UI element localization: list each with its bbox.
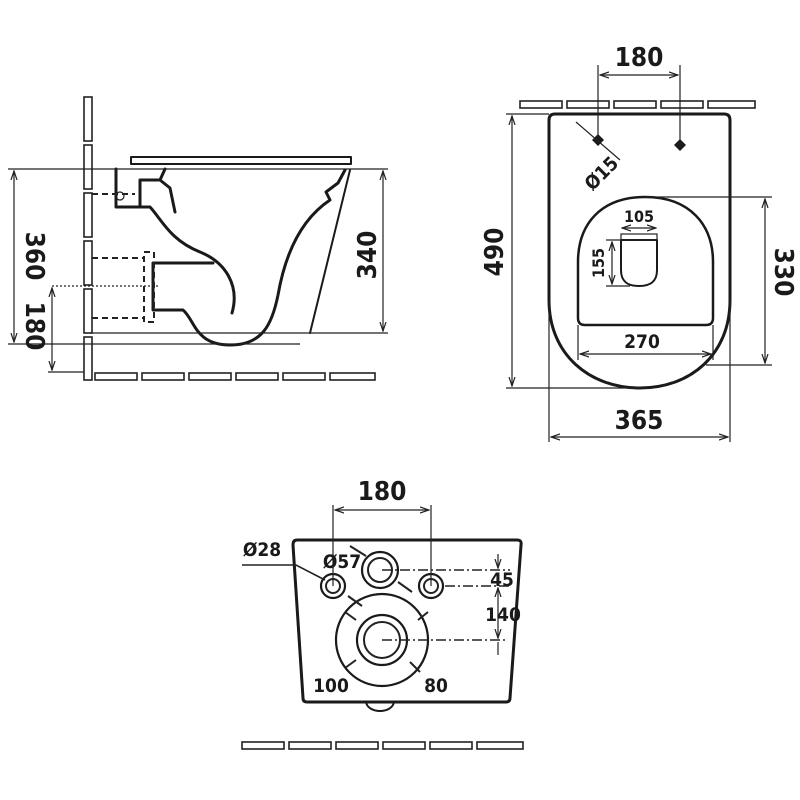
dim-bolt-spacing-top: 180 [615, 43, 664, 73]
wall-bricks-top [519, 100, 756, 109]
dim-inlet-height: 180 [19, 302, 49, 351]
bowl-opening [576, 195, 715, 327]
dim-inlet-diameter: Ø57 [323, 551, 361, 573]
dim-bolt-hole-diameter: Ø28 [243, 539, 281, 561]
rear-outline [291, 538, 523, 704]
dim-height-total: 360 [19, 232, 49, 281]
dim-outlet-outer: 100 [313, 675, 349, 697]
seat-outline [547, 112, 732, 390]
dim-bowl-height: 340 [353, 231, 383, 280]
wall-bricks [83, 96, 93, 381]
dim-inlet-offset: 45 [490, 569, 514, 591]
mount-bracket [114, 167, 167, 209]
floor-bricks-rear [241, 741, 524, 750]
seat [130, 156, 352, 165]
dim-bolt-spacing-rear: 180 [358, 477, 407, 507]
dim-bowl-width: 270 [624, 331, 660, 353]
dim-opening-length: 155 [589, 248, 608, 278]
rear-view: 180 Ø28 Ø57 45 140 100 80 [241, 477, 524, 750]
dim-length-total: 490 [480, 228, 510, 277]
dim-outlet-inner: 80 [424, 675, 448, 697]
dim-bowl-length: 330 [768, 248, 798, 297]
bowl-outline [138, 205, 236, 315]
floor-bricks [94, 372, 376, 381]
dim-opening-width: 105 [624, 207, 654, 226]
top-view: 180 Ø15 105 155 490 330 270 365 [480, 43, 798, 442]
dim-width-total: 365 [615, 406, 664, 436]
dim-outlet-offset: 140 [485, 604, 521, 626]
side-view: 360 180 340 [8, 96, 388, 381]
dim-bolt-diameter: Ø15 [580, 152, 623, 195]
water-inlet [360, 550, 400, 590]
